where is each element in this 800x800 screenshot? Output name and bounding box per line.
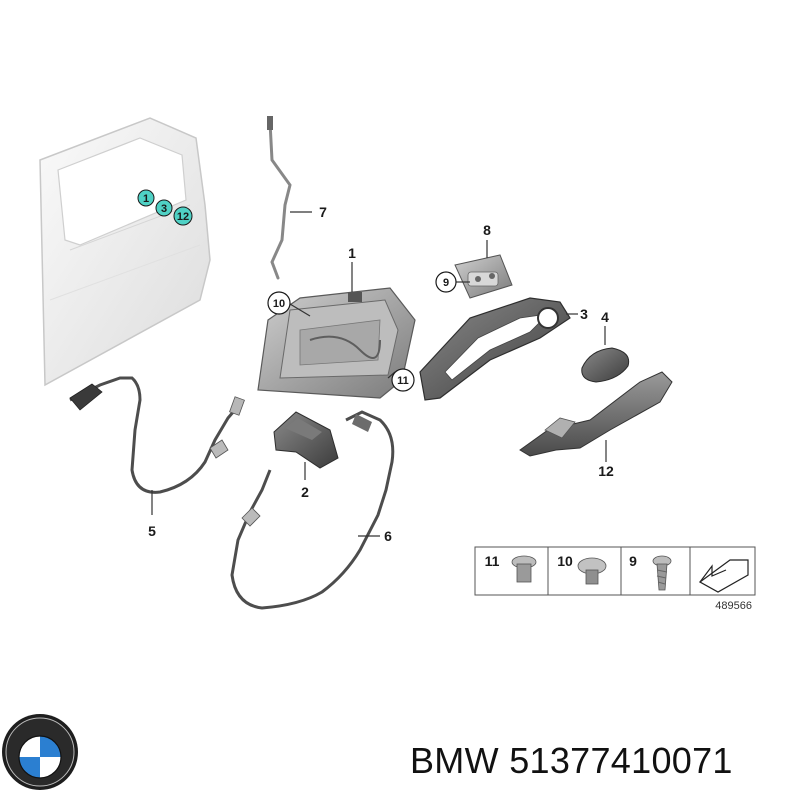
brand-name: BMW (410, 740, 499, 781)
door-marker-3-label: 3 (161, 203, 167, 215)
part-4-cap (581, 326, 630, 383)
door-marker-12: 12 (173, 206, 193, 226)
callout-11: 11 (397, 375, 409, 387)
door-marker-1-label: 1 (143, 193, 149, 205)
door-marker-12-label: 12 (177, 211, 189, 223)
footer-part-label: BMW 51377410071 (410, 740, 733, 782)
bmw-roundel-logo (2, 714, 78, 790)
part-number: 51377410071 (509, 740, 733, 781)
callout-11-circle: 11 (391, 368, 415, 392)
door-marker-1: 1 (137, 189, 155, 207)
screw-10-icon (577, 557, 607, 585)
callout-10: 10 (273, 298, 285, 310)
callout-6: 6 (384, 528, 392, 544)
screw-11-icon (511, 555, 537, 583)
callout-7: 7 (319, 204, 327, 220)
part-7-rod (267, 116, 312, 280)
callout-1: 1 (348, 245, 356, 261)
screw-9-icon (652, 555, 672, 591)
door-panel (39, 117, 211, 387)
part-8-bracket (454, 240, 513, 299)
callout-4: 4 (601, 309, 609, 325)
table-cell-label-9: 9 (629, 553, 637, 569)
part-5-cable (69, 376, 245, 515)
part-2-block (273, 411, 339, 480)
part-6-cable (230, 410, 395, 610)
part-3-carrier (419, 297, 578, 401)
table-cell-label-10: 10 (557, 553, 573, 569)
part-12-handle (519, 371, 673, 462)
callout-8: 8 (483, 222, 491, 238)
direction-arrow-icon (698, 559, 749, 593)
callout-9: 9 (443, 277, 449, 289)
part-1-lock (257, 262, 416, 399)
reference-number: 489566 (715, 600, 752, 612)
door-marker-3: 3 (155, 199, 173, 217)
callout-12: 12 (598, 463, 614, 479)
table-cell-label-11: 11 (485, 553, 500, 569)
callout-3: 3 (580, 306, 588, 322)
callout-10-circle: 10 (267, 291, 291, 315)
hardware-table: 11 10 9 (474, 546, 756, 596)
callout-5: 5 (148, 523, 156, 539)
callout-2: 2 (301, 484, 309, 500)
callout-9-circle: 9 (435, 271, 457, 293)
